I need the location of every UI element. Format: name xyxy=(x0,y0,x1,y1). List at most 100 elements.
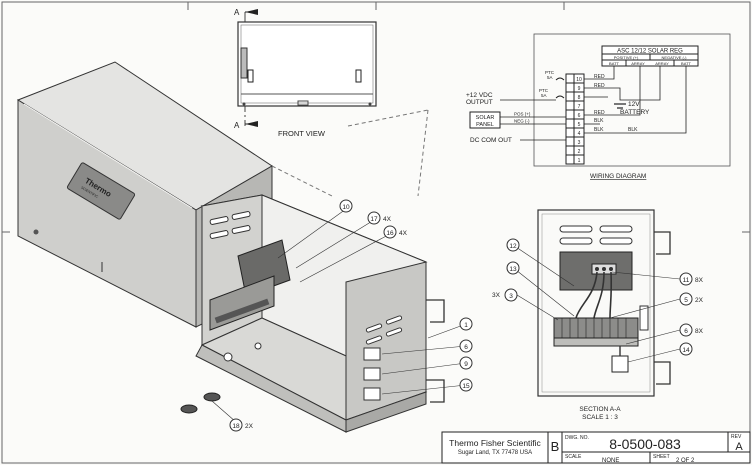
callout-10: 10 xyxy=(342,204,350,211)
callout-bubble xyxy=(383,225,397,239)
dc-com-label: DC COM OUT xyxy=(470,137,512,144)
wire-color: BLK xyxy=(594,118,604,124)
terminal-number: 10 xyxy=(576,77,582,83)
callout-bubble xyxy=(459,378,473,392)
scale-label: SCALE xyxy=(565,454,582,460)
front-view-enclosure xyxy=(237,21,377,107)
wire-color: RED xyxy=(594,74,605,80)
callout-5: 5 xyxy=(684,297,688,304)
front-view-label: FRONT VIEW xyxy=(278,129,326,138)
neg-wire-label: NEG (-) xyxy=(514,119,530,124)
callout-bubble xyxy=(679,342,693,356)
wire-color: BLK xyxy=(594,127,604,133)
terminal-number: 7 xyxy=(578,104,581,110)
wire-color: RED xyxy=(594,83,605,89)
callout-16-qty: 4X xyxy=(399,230,408,237)
terminal-number: 5 xyxy=(578,122,581,128)
fuse-holder xyxy=(611,355,629,373)
title-block: Thermo Fisher Scientific Sugar Land, TX … xyxy=(441,431,751,464)
callout-6-qty: 8X xyxy=(695,328,704,335)
reg-terminal: ARRAY xyxy=(655,61,669,66)
enclosure-base xyxy=(180,194,445,433)
section-a-a: 12 13 11 8X 5 2X 3X 3 6 8X 14 SECTION A-… xyxy=(492,209,704,421)
solar-panel-box xyxy=(469,111,501,129)
battery-label-2: BATTERY xyxy=(620,109,650,116)
callout-17: 17 xyxy=(370,216,378,223)
pos-wire-label: POS (+) xyxy=(514,112,531,117)
terminal-number: 2 xyxy=(578,149,581,155)
callout-5-qty: 2X xyxy=(695,297,704,304)
fuse1-rating: 5A xyxy=(547,75,553,80)
foot-pad xyxy=(180,404,198,414)
section-marker-bottom: A xyxy=(234,121,240,130)
solar-label-1: SOLAR xyxy=(476,115,495,121)
callout-13: 13 xyxy=(509,266,517,273)
callout-bubble xyxy=(459,317,473,331)
terminal-number: 1 xyxy=(578,158,581,164)
wire-color: BLK xyxy=(628,127,638,133)
reg-terminal: ARRAY xyxy=(631,61,645,66)
company-name: Thermo Fisher Scientific xyxy=(449,438,541,448)
callout-11-qty: 8X xyxy=(695,277,704,284)
fuse2-rating: 5A xyxy=(541,93,547,98)
section-scale: SCALE 1 : 3 xyxy=(582,414,618,421)
revision: A xyxy=(735,441,743,453)
callout-16: 16 xyxy=(386,230,394,237)
callout-bubble xyxy=(679,292,693,306)
output-label-1: +12 VDC xyxy=(466,92,493,99)
front-view: A A FRONT VIEW xyxy=(234,8,377,138)
terminal-number: 9 xyxy=(578,86,581,92)
fuse2-label: PTC xyxy=(539,88,549,93)
drawing-size: B xyxy=(551,439,560,454)
reg-terminal: BATT xyxy=(609,61,619,66)
callout-1: 1 xyxy=(464,322,468,329)
regulator-header: ASC 12/12 SOLAR REG xyxy=(617,49,683,55)
wiring-diagram-title: WIRING DIAGRAM xyxy=(590,173,646,180)
callout-bubble xyxy=(506,261,520,275)
callout-14: 14 xyxy=(682,347,690,354)
callout-bubble xyxy=(229,418,243,432)
logo-plate xyxy=(66,162,136,220)
callout-17-qty: 4X xyxy=(383,216,392,223)
callout-15: 15 xyxy=(462,383,470,390)
scale-value: NONE xyxy=(602,458,619,464)
fuse1-label: PTC xyxy=(545,70,555,75)
wiring-diagram: ASC 12/12 SOLAR REG POSITIVE (+) NEGATIV… xyxy=(466,33,731,180)
battery-label-1: 12V xyxy=(628,101,640,108)
callout-11: 11 xyxy=(683,277,690,284)
callout-6-section: 6 xyxy=(684,328,688,335)
terminal-number: 4 xyxy=(578,131,581,137)
reg-negative-label: NEGATIVE (-) xyxy=(661,55,687,60)
enclosure-callouts: 10 17 4X 16 4X 1 6 9 15 18 2X xyxy=(211,199,473,432)
terminal-number: 8 xyxy=(578,95,581,101)
terminal-block xyxy=(553,317,639,339)
callout-bubble xyxy=(679,272,693,286)
terminal-number: 3 xyxy=(578,140,581,146)
callout-18-qty: 2X xyxy=(245,423,254,430)
solar-label-2: PANEL xyxy=(476,122,494,128)
reg-positive-label: POSITIVE (+) xyxy=(614,55,639,60)
callout-6: 6 xyxy=(464,344,468,351)
sheet-label: SHEET xyxy=(653,454,670,460)
section-marker-top: A xyxy=(234,8,240,17)
callout-bubble xyxy=(679,323,693,337)
output-label-2: OUTPUT xyxy=(466,99,493,106)
drawing-number: 8-0500-083 xyxy=(609,436,681,452)
dwg-no-label: DWG. NO. xyxy=(565,435,589,441)
reg-terminal: BATT xyxy=(681,61,691,66)
callout-bubble xyxy=(339,199,353,213)
section-enclosure xyxy=(537,209,655,397)
company-address: Sugar Land, TX 77478 USA xyxy=(458,450,532,456)
callout-3: 3 xyxy=(509,293,513,300)
callout-bubble xyxy=(506,238,520,252)
callout-bubble xyxy=(459,356,473,370)
callout-bubble xyxy=(459,339,473,353)
rev-label: REV xyxy=(731,434,742,440)
terminal-number: 6 xyxy=(578,113,581,119)
wire-color: RED xyxy=(594,110,605,116)
callout-12: 12 xyxy=(509,243,517,250)
callout-3-qty: 3X xyxy=(492,292,501,299)
callout-9: 9 xyxy=(464,361,468,368)
